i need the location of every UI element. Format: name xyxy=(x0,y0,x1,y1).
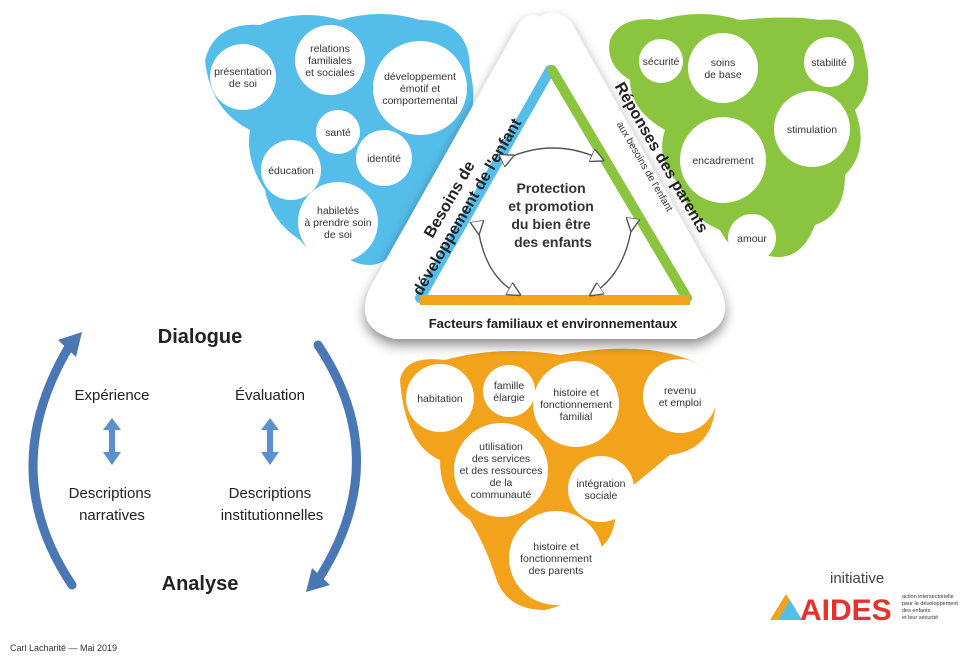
triangle-double-arrows xyxy=(478,147,632,292)
factors-bubble xyxy=(454,423,548,517)
central-triangle: Besoins de développement de l'enfant Rép… xyxy=(365,12,725,339)
needs-bubble-label: identité xyxy=(367,153,401,165)
arrow-top xyxy=(508,147,598,158)
factors-bubble-label: habitation xyxy=(417,393,463,405)
factors-bubble xyxy=(483,365,535,417)
responses-bubble xyxy=(804,37,854,87)
cycle-institutionnelles: Descriptions institutionnelles xyxy=(221,485,324,524)
factors-cluster-shape xyxy=(400,348,716,610)
factors-bubble xyxy=(643,359,717,433)
responses-bubble-label: amour xyxy=(737,233,767,245)
dialogue-analysis-cycle: Dialogue Analyse Expérience Évaluation D… xyxy=(28,326,361,595)
factors-bubble xyxy=(509,511,603,605)
arrow-right xyxy=(595,225,632,292)
responses-bubble-label: stimulation xyxy=(787,124,837,136)
logo-triangle-icon-inner xyxy=(778,600,802,620)
needs-bubble-label: éducation xyxy=(268,165,314,177)
responses-bubble xyxy=(728,214,776,262)
double-arrow-right xyxy=(261,418,279,465)
footer-credit: Carl Lacharité — Mai 2019 xyxy=(10,643,117,653)
double-arrow-left xyxy=(103,418,121,465)
logo-pre: initiative xyxy=(830,570,884,587)
cycle-left-arrow xyxy=(28,340,77,590)
needs-bubble xyxy=(261,140,321,200)
needs-bubble xyxy=(298,182,378,262)
cycle-narratives: Descriptions narratives xyxy=(69,485,156,524)
cycle-analyse: Analyse xyxy=(162,573,239,595)
cycle-right-arrowhead xyxy=(306,568,330,592)
arrow-left xyxy=(478,228,515,292)
triangle-left-side xyxy=(415,65,555,303)
responses-bubble-label: sécurité xyxy=(643,56,680,68)
responses-bubble xyxy=(639,39,683,83)
factors-bubble xyxy=(406,364,474,432)
responses-bubble xyxy=(680,117,766,203)
responses-bubble-label: encadrement xyxy=(692,155,753,167)
triangle-bottom-title: Facteurs familiaux et environnementaux xyxy=(429,316,678,331)
triangle-center-text: Protection et promotion du bien être des… xyxy=(508,180,597,250)
cycle-right-arrow xyxy=(313,340,361,585)
factors-bubble xyxy=(568,456,634,522)
needs-bubble xyxy=(356,130,412,186)
triangle-right-side xyxy=(547,65,692,303)
factors-bubble xyxy=(533,361,619,447)
needs-bubble xyxy=(316,110,360,154)
cycle-dialogue: Dialogue xyxy=(158,326,242,348)
responses-bubble xyxy=(774,91,850,167)
responses-bubble-label: stabilité xyxy=(811,57,847,69)
logo-tagline: action intersectorielle pour le développ… xyxy=(902,594,960,621)
aides-logo: initiative AIDES action intersectorielle… xyxy=(770,570,960,627)
needs-bubble xyxy=(210,44,276,110)
cycle-evaluation: Évaluation xyxy=(235,387,305,404)
logo-name: AIDES xyxy=(800,594,892,627)
cycle-left-arrowhead xyxy=(58,332,82,357)
responses-bubble xyxy=(688,33,758,103)
needs-bubble-label: santé xyxy=(325,127,351,139)
cycle-experience: Expérience xyxy=(74,387,149,404)
needs-bubble xyxy=(295,25,365,95)
needs-bubble xyxy=(373,41,467,135)
